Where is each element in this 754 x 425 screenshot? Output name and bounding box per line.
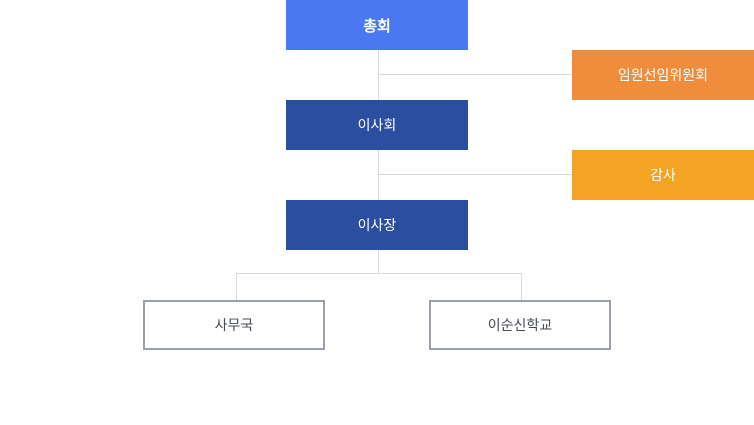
node-nomination-committee: 임원선임위원회: [572, 50, 754, 100]
node-secretariat: 사무국: [143, 300, 325, 350]
drop-line-secretariat: [236, 273, 237, 300]
trunk-line: [378, 50, 379, 273]
node-label: 사무국: [214, 318, 254, 334]
node-label: 총회: [363, 16, 391, 35]
node-label: 이사장: [357, 218, 397, 234]
drop-line-school: [521, 273, 522, 300]
branch-line-nomination: [378, 74, 572, 75]
split-line: [236, 273, 522, 274]
node-board-of-directors: 이사회: [286, 100, 468, 150]
node-label: 감사: [650, 168, 676, 184]
node-auditor: 감사: [572, 150, 754, 200]
branch-line-auditor: [378, 174, 572, 175]
node-label: 이사회: [357, 118, 397, 134]
node-chairman: 이사장: [286, 200, 468, 250]
node-general-assembly: 총회: [286, 0, 468, 50]
node-label: 임원선임위원회: [617, 68, 709, 84]
node-label: 이순신학교: [487, 318, 553, 334]
node-school: 이순신학교: [429, 300, 611, 350]
